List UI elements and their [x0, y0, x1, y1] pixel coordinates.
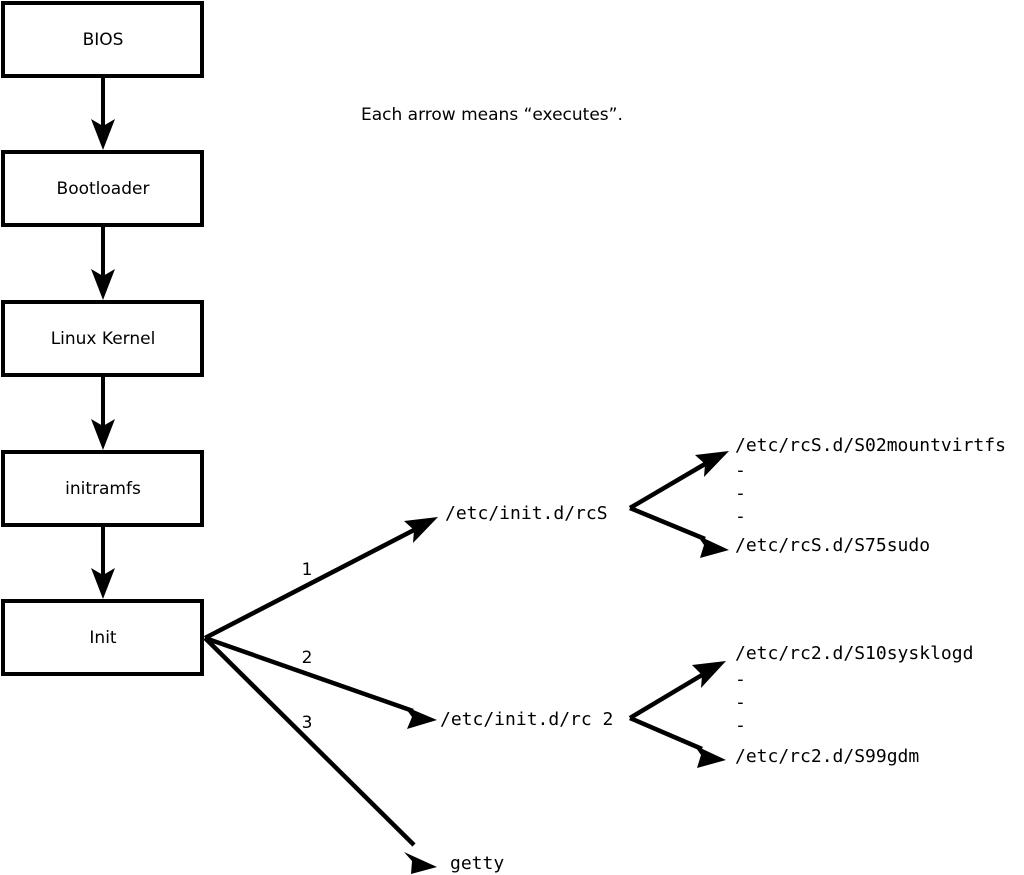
- linux-kernel-label: Linux Kernel: [51, 329, 156, 349]
- rcs-last-script-label: /etc/rcS.d/S75sudo: [735, 535, 930, 556]
- rc2-ellipsis-dash-1: -: [735, 669, 746, 690]
- arrow-head-icon: [91, 568, 115, 599]
- node-bios[interactable]: BIOS: [1, 1, 204, 78]
- arrow-head-icon: [91, 119, 115, 150]
- branch-3-number: 3: [302, 713, 313, 733]
- arrow-head-icon: [91, 419, 115, 450]
- arrow-init-branch-2: [204, 635, 437, 729]
- branch-1-label: /etc/init.d/rcS: [445, 503, 608, 524]
- rcs-ellipsis-dash-2: -: [735, 483, 746, 504]
- bios-label: BIOS: [83, 30, 124, 50]
- node-init[interactable]: Init: [1, 599, 204, 676]
- arrow-head-icon: [91, 269, 115, 300]
- arrow-bios-to-bootloader: [91, 76, 115, 150]
- branch-1-number: 1: [302, 560, 313, 580]
- arrow-rc2-to-last-script: [629, 715, 726, 768]
- branch-2-label: /etc/init.d/rc 2: [440, 709, 613, 730]
- arrow-init-branch-1: [203, 517, 438, 640]
- init-box: [1, 599, 204, 676]
- rcs-ellipsis-dash-1: -: [735, 460, 746, 481]
- diagram-caption: Each arrow means “executes”.: [361, 105, 623, 125]
- rc2-ellipsis-dash-3: -: [735, 715, 746, 736]
- rc2-last-script-label: /etc/rc2.d/S99gdm: [735, 746, 919, 767]
- arrow-head-icon: [692, 661, 726, 688]
- branch-2-number: 2: [302, 648, 313, 668]
- rcs-ellipsis-dash-3: -: [735, 506, 746, 527]
- initramfs-box: [1, 450, 204, 527]
- arrow-rcs-to-last-script: [629, 505, 729, 558]
- rc2-ellipsis-dash-2: -: [735, 692, 746, 713]
- arrow-head-icon: [694, 745, 726, 768]
- node-initramfs[interactable]: initramfs: [1, 450, 204, 527]
- rcs-first-script-label: /etc/rcS.d/S02mountvirtfs: [735, 435, 1006, 456]
- init-label: Init: [89, 628, 117, 648]
- node-linux-kernel[interactable]: Linux Kernel: [1, 300, 204, 377]
- initramfs-label: initramfs: [65, 479, 141, 499]
- arrow-head-icon: [697, 535, 729, 558]
- arrow-head-icon: [695, 451, 729, 477]
- arrow-rcs-to-first-script: [628, 451, 729, 510]
- arrow-head-icon: [404, 706, 437, 729]
- bootloader-label: Bootloader: [57, 179, 150, 199]
- arrow-kernel-to-initramfs: [91, 375, 115, 450]
- arrow-head-icon: [404, 517, 438, 543]
- rc2-first-script-label: /etc/rc2.d/S10sysklogd: [735, 643, 973, 664]
- node-bootloader[interactable]: Bootloader: [1, 150, 204, 227]
- branch-3-label: getty: [450, 853, 504, 874]
- arrow-init-branch-3: [203, 636, 437, 874]
- bios-box: [1, 1, 204, 78]
- arrow-bootloader-to-kernel: [91, 225, 115, 300]
- arrow-head-icon: [404, 852, 437, 874]
- arrow-rc2-to-first-script: [628, 661, 726, 720]
- arrow-initramfs-to-init: [91, 525, 115, 599]
